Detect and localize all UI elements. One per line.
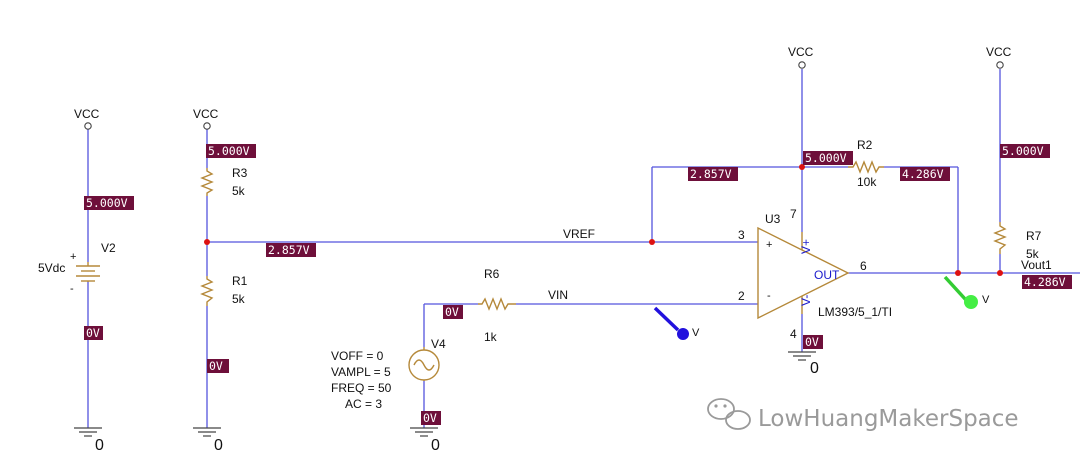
resistor-r6[interactable]: R6 1k	[478, 267, 516, 344]
svg-text:10k: 10k	[857, 175, 877, 189]
wires	[87, 69, 1080, 428]
resistor-r1[interactable]: R1 5k	[200, 274, 248, 306]
svg-text:0V: 0V	[209, 359, 223, 373]
comparator-u3[interactable]: + - V+ V- OUT U3 LM393/5_1/TI 3 2 6 7 4	[738, 207, 892, 341]
svg-text:6: 6	[860, 259, 867, 273]
svg-text:4.286V: 4.286V	[902, 167, 944, 181]
v4-param-vampl: VAMPL = 5	[331, 365, 391, 379]
sine-source-v4[interactable]: V4 VOFF = 0 VAMPL = 5 FREQ = 50 AC = 3	[331, 337, 446, 411]
svg-text:2.857V: 2.857V	[690, 167, 732, 181]
svg-text:VCC: VCC	[193, 107, 219, 121]
svg-text:0V: 0V	[86, 326, 100, 340]
u3-out-label: OUT	[814, 268, 840, 282]
net-label-vin: VIN	[548, 288, 568, 302]
svg-text:VCC: VCC	[788, 45, 814, 59]
svg-text:V4: V4	[431, 337, 446, 351]
v2-value: 5Vdc	[38, 261, 65, 275]
vcc-symbol-r7: VCC	[986, 45, 1012, 69]
svg-text:-: -	[767, 290, 771, 302]
watermark: LowHuangMakerSpace	[707, 398, 1019, 432]
v2-name: V2	[101, 241, 116, 255]
svg-text:VCC: VCC	[986, 45, 1012, 59]
voltage-label-r1-bottom: 0V	[207, 359, 229, 373]
watermark-text: LowHuangMakerSpace	[758, 406, 1019, 432]
voltage-label-v2-top: 5.000V	[84, 196, 134, 210]
svg-text:2.857V: 2.857V	[268, 243, 310, 257]
svg-text:0: 0	[95, 437, 104, 454]
ground-symbol-u3: 0	[788, 351, 819, 377]
vcc-symbol-r3: VCC	[193, 107, 219, 130]
svg-text:5.000V: 5.000V	[208, 144, 250, 158]
svg-text:R3: R3	[232, 166, 248, 180]
svg-text:V-: V-	[799, 295, 813, 306]
voltage-label-v4-top: 0V	[443, 305, 463, 319]
svg-text:0V: 0V	[805, 335, 819, 349]
voltage-probe-vout[interactable]: V	[943, 275, 990, 309]
svg-text:1k: 1k	[484, 330, 498, 344]
resistor-r3[interactable]: R3 5k	[200, 166, 248, 198]
u3-model: LM393/5_1/TI	[818, 305, 892, 319]
voltage-label-v4-bottom: 0V	[421, 411, 441, 425]
voltage-label-r7-top: 5.000V	[1000, 144, 1050, 158]
svg-text:5.000V: 5.000V	[86, 196, 128, 210]
svg-text:7: 7	[790, 207, 797, 221]
u3-name: U3	[765, 212, 781, 226]
svg-text:0V: 0V	[423, 411, 437, 425]
ground-symbol-r1: 0	[193, 427, 223, 454]
ground-symbol-v4: 0	[410, 427, 440, 454]
svg-text:V+: V+	[799, 239, 813, 254]
v4-param-voff: VOFF = 0	[331, 349, 384, 363]
svg-text:0V: 0V	[445, 305, 459, 319]
svg-text:4.286V: 4.286V	[1024, 275, 1066, 289]
svg-text:5.000V: 5.000V	[1002, 144, 1044, 158]
svg-text:R2: R2	[857, 138, 873, 152]
svg-text:5k: 5k	[232, 184, 246, 198]
wechat-icon	[707, 398, 751, 430]
svg-text:VCC: VCC	[74, 107, 100, 121]
svg-text:V: V	[982, 294, 990, 306]
svg-text:0: 0	[431, 437, 440, 454]
voltage-label-vout: 4.286V	[1022, 275, 1072, 289]
svg-text:R1: R1	[232, 274, 248, 288]
svg-text:2: 2	[738, 289, 745, 303]
net-label-vref: VREF	[563, 227, 595, 241]
v4-param-ac: AC = 3	[345, 397, 382, 411]
svg-text:+: +	[766, 239, 772, 251]
voltage-label-r3-top: 5.000V	[206, 144, 256, 158]
junctions	[204, 164, 1003, 276]
svg-text:V: V	[692, 327, 700, 339]
voltage-probe-vin[interactable]: V	[653, 306, 700, 340]
resistor-r7[interactable]: R7 5k	[993, 222, 1042, 261]
svg-text:0: 0	[810, 360, 819, 377]
svg-text:-: -	[70, 283, 74, 295]
vcc-symbol-u3: VCC	[788, 45, 814, 69]
svg-text:0: 0	[214, 437, 223, 454]
svg-text:3: 3	[738, 228, 745, 242]
voltage-label-u3-vminus: 0V	[803, 335, 823, 349]
dc-source-v2[interactable]: + - V2 5Vdc	[38, 241, 116, 295]
svg-text:5k: 5k	[1026, 247, 1040, 261]
svg-text:5.000V: 5.000V	[805, 151, 847, 165]
voltage-label-feedback-node: 2.857V	[688, 167, 738, 181]
net-label-vout: Vout1	[1021, 258, 1052, 272]
svg-text:+: +	[70, 251, 76, 263]
svg-text:5k: 5k	[232, 292, 246, 306]
v4-param-freq: FREQ = 50	[331, 381, 392, 395]
svg-text:R6: R6	[484, 267, 500, 281]
voltage-label-r2-right: 4.286V	[900, 167, 950, 181]
resistor-r2[interactable]: R2 10k	[848, 138, 884, 189]
svg-text:R7: R7	[1026, 229, 1042, 243]
vcc-symbol-v2: VCC	[74, 107, 100, 130]
voltage-label-v2-bottom: 0V	[84, 326, 103, 340]
voltage-label-divider: 2.857V	[266, 243, 316, 257]
ground-symbol-v2: 0	[74, 427, 104, 454]
svg-text:4: 4	[790, 327, 797, 341]
voltage-label-u3-vplus: 5.000V	[803, 151, 853, 165]
